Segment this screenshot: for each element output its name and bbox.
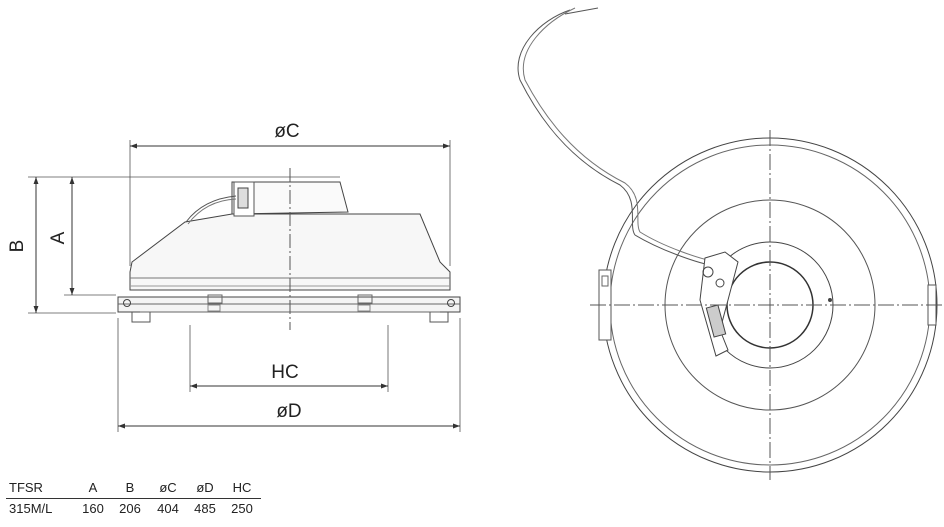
table-header-cell: øD — [196, 480, 214, 495]
top-cable — [517, 9, 711, 266]
table-cell: 315M/L — [9, 501, 53, 516]
table-header-cell: øC — [159, 480, 177, 495]
label-height-b: B — [7, 240, 28, 253]
dimension-lines — [33, 143, 460, 429]
table-cell: 485 — [194, 501, 216, 516]
label-height-a: A — [48, 231, 69, 244]
table-header-cell: HC — [232, 480, 252, 495]
label-hc: HC — [271, 362, 298, 383]
table-cell: 404 — [157, 501, 179, 516]
label-diameter-d: øD — [276, 401, 301, 422]
side-view — [117, 181, 461, 323]
table-header-cell: A — [88, 480, 98, 495]
table-row: 315M/L 160 206 404 485 250 — [6, 499, 261, 520]
top-view — [517, 7, 938, 473]
spec-table: TFSR A B øC øD HC 315M/L 160 206 404 485… — [6, 478, 261, 519]
label-diameter-c: øC — [274, 121, 299, 142]
table-header-cell: TFSR — [9, 480, 43, 495]
table-cell: 206 — [119, 501, 141, 516]
table-cell: 250 — [231, 501, 253, 516]
table-header-cell: B — [125, 480, 135, 495]
table-header-row: TFSR A B øC øD HC — [6, 478, 261, 499]
cable — [185, 195, 237, 223]
table-cell: 160 — [82, 501, 104, 516]
